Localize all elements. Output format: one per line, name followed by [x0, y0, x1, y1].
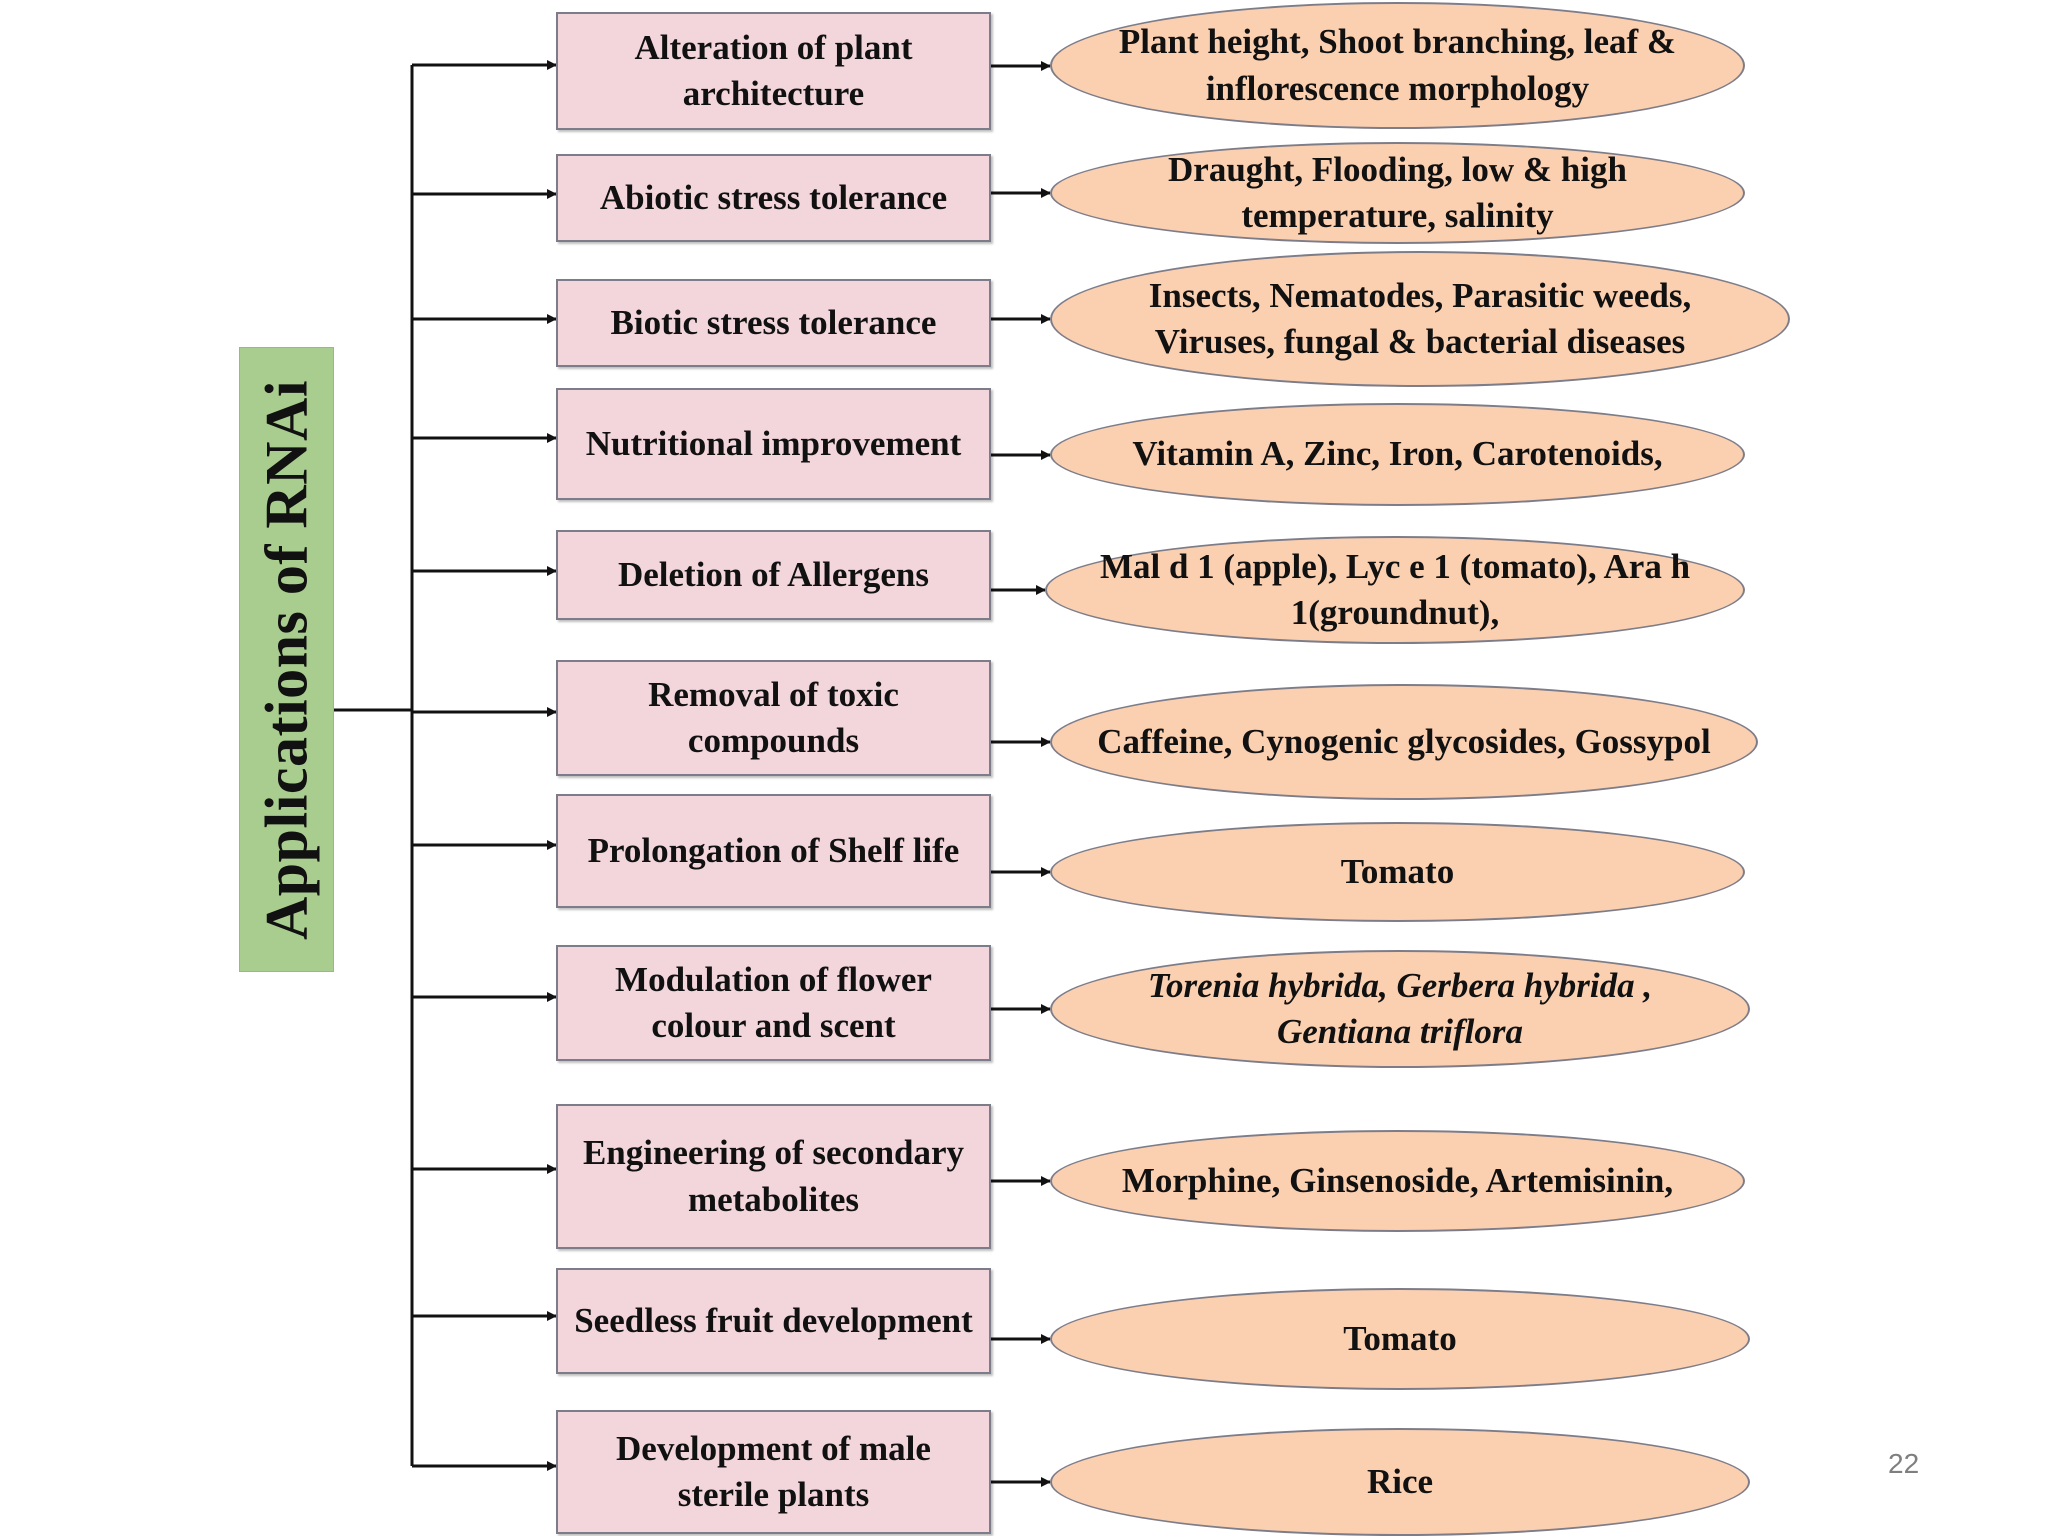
- page-number: 22: [1888, 1448, 1920, 1479]
- category-abiotic-stress: Abiotic stress tolerance: [556, 154, 991, 242]
- category-secondary-metabolites: Engineering of secondary metabolites: [556, 1104, 991, 1249]
- example-seedless-fruit: Tomato: [1050, 1288, 1750, 1390]
- category-biotic-stress: Biotic stress tolerance: [556, 279, 991, 367]
- category-toxic-compounds: Removal of toxic compounds: [556, 660, 991, 776]
- example-abiotic-stress: Draught, Flooding, low & high temperatur…: [1050, 142, 1745, 244]
- category-male-sterile: Development of male sterile plants: [556, 1410, 991, 1534]
- example-allergens: Mal d 1 (apple), Lyc e 1 (tomato), Ara h…: [1045, 536, 1745, 644]
- example-flower-colour: Torenia hybrida, Gerbera hybrida , Genti…: [1050, 950, 1750, 1068]
- example-secondary-metabolites: Morphine, Ginsenoside, Artemisinin,: [1050, 1130, 1745, 1232]
- example-biotic-stress: Insects, Nematodes, Parasitic weeds, Vir…: [1050, 251, 1790, 387]
- category-allergens: Deletion of Allergens: [556, 530, 991, 620]
- category-plant-architecture: Alteration of plant architecture: [556, 12, 991, 130]
- example-male-sterile: Rice: [1050, 1428, 1750, 1536]
- example-toxic-compounds: Caffeine, Cynogenic glycosides, Gossypol: [1050, 684, 1758, 800]
- root-label: Applications of RNAi: [253, 379, 319, 940]
- category-nutritional: Nutritional improvement: [556, 388, 991, 500]
- example-plant-architecture: Plant height, Shoot branching, leaf & in…: [1050, 2, 1745, 129]
- root-node: Applications of RNAi: [239, 347, 334, 972]
- category-seedless-fruit: Seedless fruit development: [556, 1268, 991, 1374]
- example-shelf-life: Tomato: [1050, 822, 1745, 922]
- category-flower-colour: Modulation of flower colour and scent: [556, 945, 991, 1061]
- example-nutritional: Vitamin A, Zinc, Iron, Carotenoids,: [1050, 403, 1745, 506]
- category-shelf-life: Prolongation of Shelf life: [556, 794, 991, 908]
